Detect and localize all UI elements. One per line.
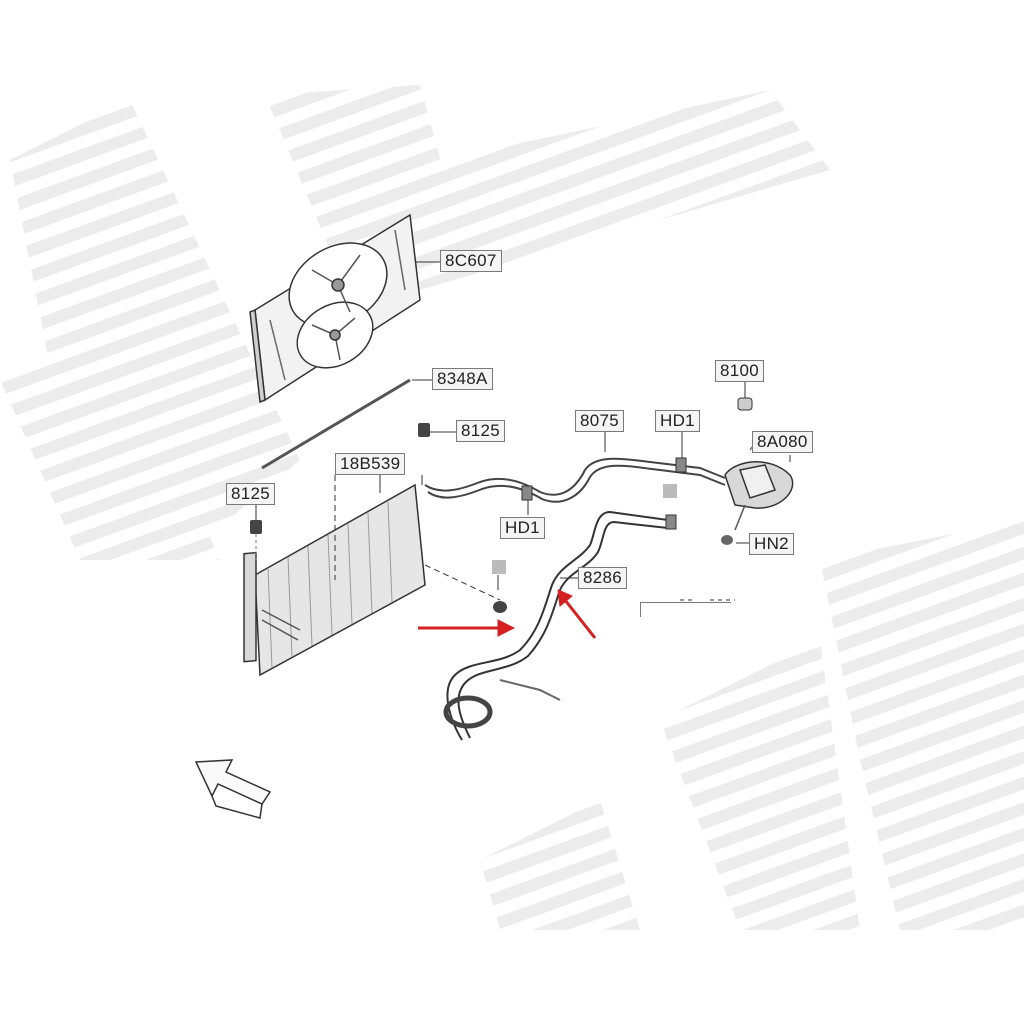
bracket-upper	[418, 423, 430, 437]
clip-misc	[492, 484, 677, 613]
callout-fan-shroud: 8C607	[440, 250, 502, 272]
callout-clip-lower: HD1	[500, 517, 545, 539]
hose-lower	[443, 510, 669, 741]
front-direction-arrow-icon	[194, 759, 272, 819]
coolant-reservoir	[724, 461, 794, 531]
callout-seal-strip: 8348A	[432, 368, 493, 390]
callout-cap: 8100	[715, 360, 765, 382]
watermark	[0, 85, 1024, 930]
hose-upper	[424, 457, 726, 503]
fan-shroud	[249, 213, 421, 404]
callout-bracket-upper: 8125	[456, 420, 506, 442]
bolt	[721, 535, 733, 545]
callout-reservoir: 8A080	[752, 431, 813, 453]
bracket-left	[250, 520, 262, 560]
callout-radiator: 18B539	[335, 453, 406, 475]
radiator	[243, 483, 426, 677]
clip-upper	[675, 457, 687, 473]
callout-hose-lower: 8286	[578, 567, 628, 589]
reservoir-cap	[737, 397, 753, 411]
clip-lower	[521, 485, 677, 530]
highlight-arrows	[418, 589, 597, 639]
callout-bolt: HN2	[749, 533, 794, 555]
callout-fragment	[640, 602, 731, 617]
seal-strip	[261, 378, 411, 470]
callout-bracket-left: 8125	[226, 483, 276, 505]
callout-clip-upper: HD1	[655, 410, 700, 432]
callout-hose-upper: 8075	[575, 410, 625, 432]
